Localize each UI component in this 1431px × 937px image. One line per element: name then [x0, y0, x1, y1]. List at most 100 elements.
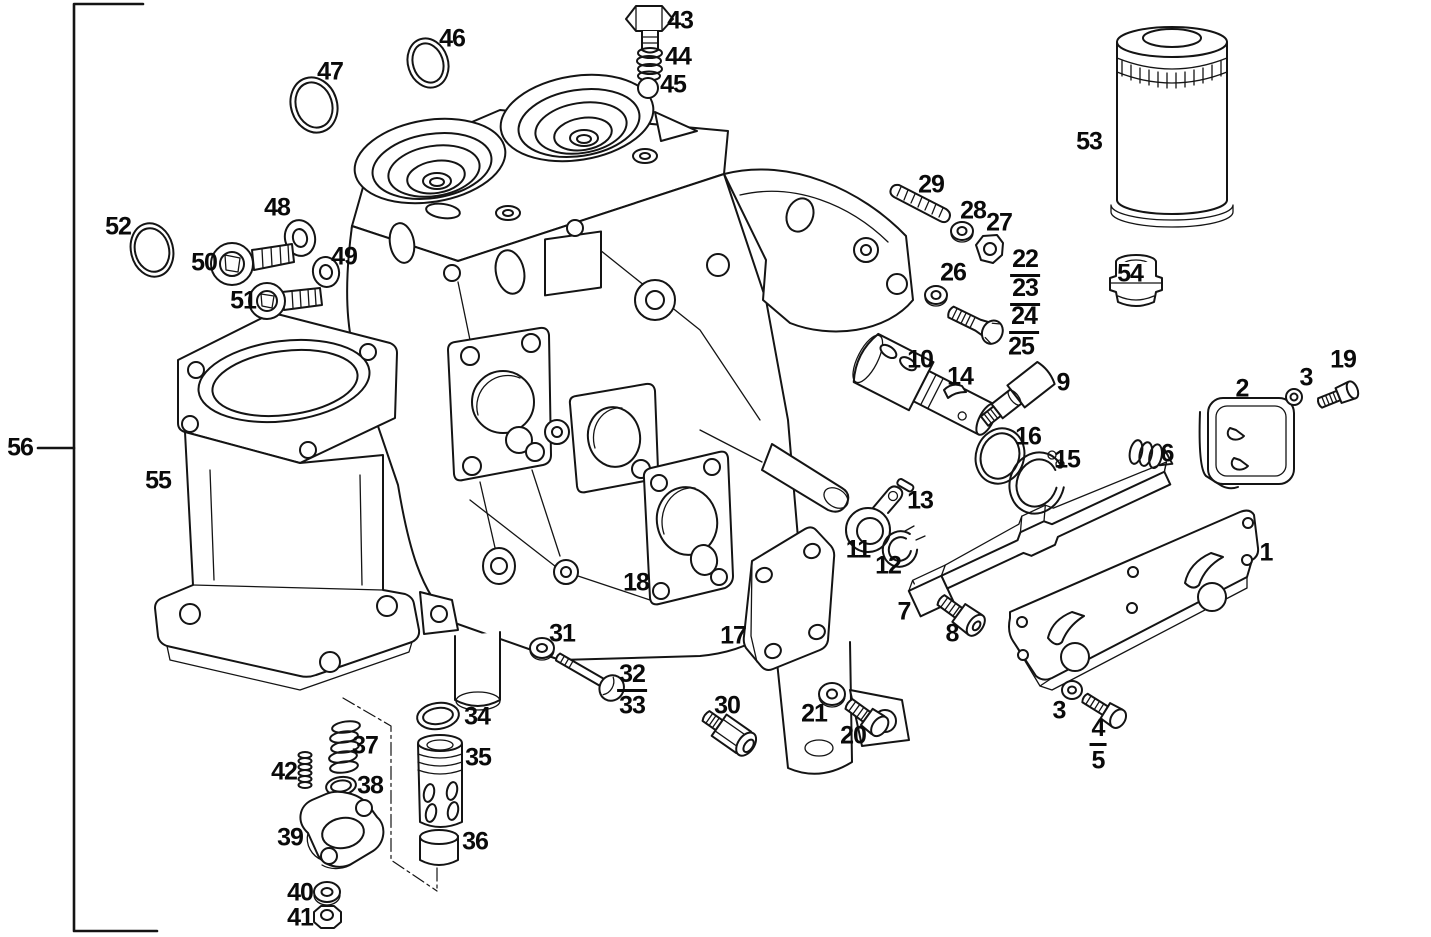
part-callout-19: 19	[1330, 345, 1357, 374]
part-callout-6: 6	[1160, 439, 1175, 468]
bolt-26	[947, 305, 1004, 345]
bolt-4-5	[1081, 692, 1128, 729]
part-callout-3: 3	[1299, 363, 1314, 392]
gasket-18	[642, 450, 734, 606]
part-callout-1: 1	[1259, 538, 1274, 567]
valve-35	[417, 734, 463, 828]
washer-28	[950, 221, 974, 243]
part-callout-2: 2	[1235, 374, 1250, 403]
part-callout-20: 20	[840, 721, 867, 750]
part-callout-5: 5	[1091, 746, 1106, 775]
part-callout-4: 4	[1089, 716, 1107, 746]
part-callout-14: 14	[947, 362, 974, 391]
part-callout-8: 8	[945, 619, 960, 648]
cover-plate-17	[742, 526, 836, 671]
part-callout-18: 18	[623, 568, 650, 597]
cap-36	[419, 829, 459, 866]
ball-45	[637, 77, 659, 99]
part-callout-48: 48	[264, 193, 291, 222]
part-callout-23: 23	[1010, 276, 1040, 306]
part-callout-9: 9	[1056, 368, 1071, 397]
part-callout-56: 56	[7, 433, 34, 462]
part-callout-11: 11	[845, 535, 871, 564]
part-callout-27: 27	[986, 208, 1013, 237]
part-callout-40: 40	[287, 878, 314, 907]
clamp-12	[881, 525, 926, 568]
part-callout-17: 17	[720, 621, 747, 650]
washer-49	[311, 256, 341, 288]
part-callout-53: 53	[1076, 127, 1103, 156]
nut-41	[313, 905, 342, 929]
part-callout-34: 34	[464, 702, 491, 731]
part-callout-42: 42	[271, 757, 298, 786]
spring-42	[297, 751, 313, 789]
part-callout-3: 3	[1052, 696, 1067, 725]
o-ring-34	[416, 701, 460, 731]
part-callout-21: 21	[801, 699, 828, 728]
o-ring-52	[129, 222, 175, 278]
part-callout-37: 37	[352, 731, 379, 760]
pin-13	[896, 478, 915, 493]
part-callout-46: 46	[439, 24, 466, 53]
part-callout-36: 36	[462, 827, 489, 856]
bolt-8	[936, 594, 986, 637]
o-ring-46	[406, 37, 450, 89]
washer-21	[818, 682, 846, 708]
part-callout-26: 26	[940, 258, 967, 287]
cam-plate-39	[299, 790, 385, 870]
spring-37	[328, 720, 361, 774]
part-callout-47: 47	[317, 57, 344, 86]
washer-3-lower	[1061, 680, 1083, 700]
plug-51	[248, 282, 323, 320]
part-callout-22: 22	[1010, 247, 1040, 277]
bolt-20	[844, 698, 890, 738]
part-callout-38: 38	[357, 771, 384, 800]
plunger-9	[979, 360, 1056, 427]
end-plate-1	[1008, 509, 1260, 691]
stud-29	[889, 183, 951, 224]
part-callout-16: 16	[1015, 422, 1042, 451]
part-callout-44: 44	[665, 42, 692, 71]
part-callout-55: 55	[145, 466, 172, 495]
part-callout-43: 43	[667, 6, 694, 35]
axis-lines	[342, 697, 438, 892]
part-callout-32: 32	[617, 662, 647, 692]
oil-filter-53	[1110, 26, 1234, 228]
part-callout-29: 29	[918, 170, 945, 199]
snap-ring-15	[1008, 450, 1066, 515]
part-callout-13: 13	[907, 486, 934, 515]
part-callout-49: 49	[331, 242, 358, 271]
cover-2	[1198, 397, 1295, 490]
part-callout-52: 52	[105, 212, 132, 241]
part-callout-33: 33	[619, 691, 646, 720]
part-callout-54: 54	[1117, 259, 1144, 288]
part-callout-35: 35	[465, 743, 492, 772]
part-callout-41: 41	[287, 903, 314, 932]
part-callout-10: 10	[907, 345, 934, 374]
canister-housing	[154, 313, 421, 691]
part-callout-24: 24	[1009, 304, 1039, 334]
part-callout-12: 12	[875, 551, 902, 580]
part-callout-7: 7	[897, 597, 912, 626]
washer-26	[924, 285, 948, 307]
washer-40	[313, 881, 341, 906]
part-callout-15: 15	[1054, 445, 1081, 474]
part-callout-25: 25	[1008, 332, 1035, 361]
washer-3-upper	[1285, 388, 1303, 406]
part-callout-51: 51	[230, 286, 257, 315]
part-callout-28: 28	[960, 196, 987, 225]
sensor-30	[701, 710, 758, 757]
nut-27	[975, 234, 1004, 264]
part-callout-31: 31	[549, 619, 576, 648]
reference-bracket	[36, 2, 159, 933]
bolt-32-33	[555, 652, 625, 702]
bolt-19	[1316, 380, 1360, 409]
clip-14	[943, 383, 967, 399]
part-callout-30: 30	[714, 691, 741, 720]
part-callout-50: 50	[191, 248, 218, 277]
o-ring-47	[289, 76, 339, 134]
plug-50	[210, 242, 295, 286]
